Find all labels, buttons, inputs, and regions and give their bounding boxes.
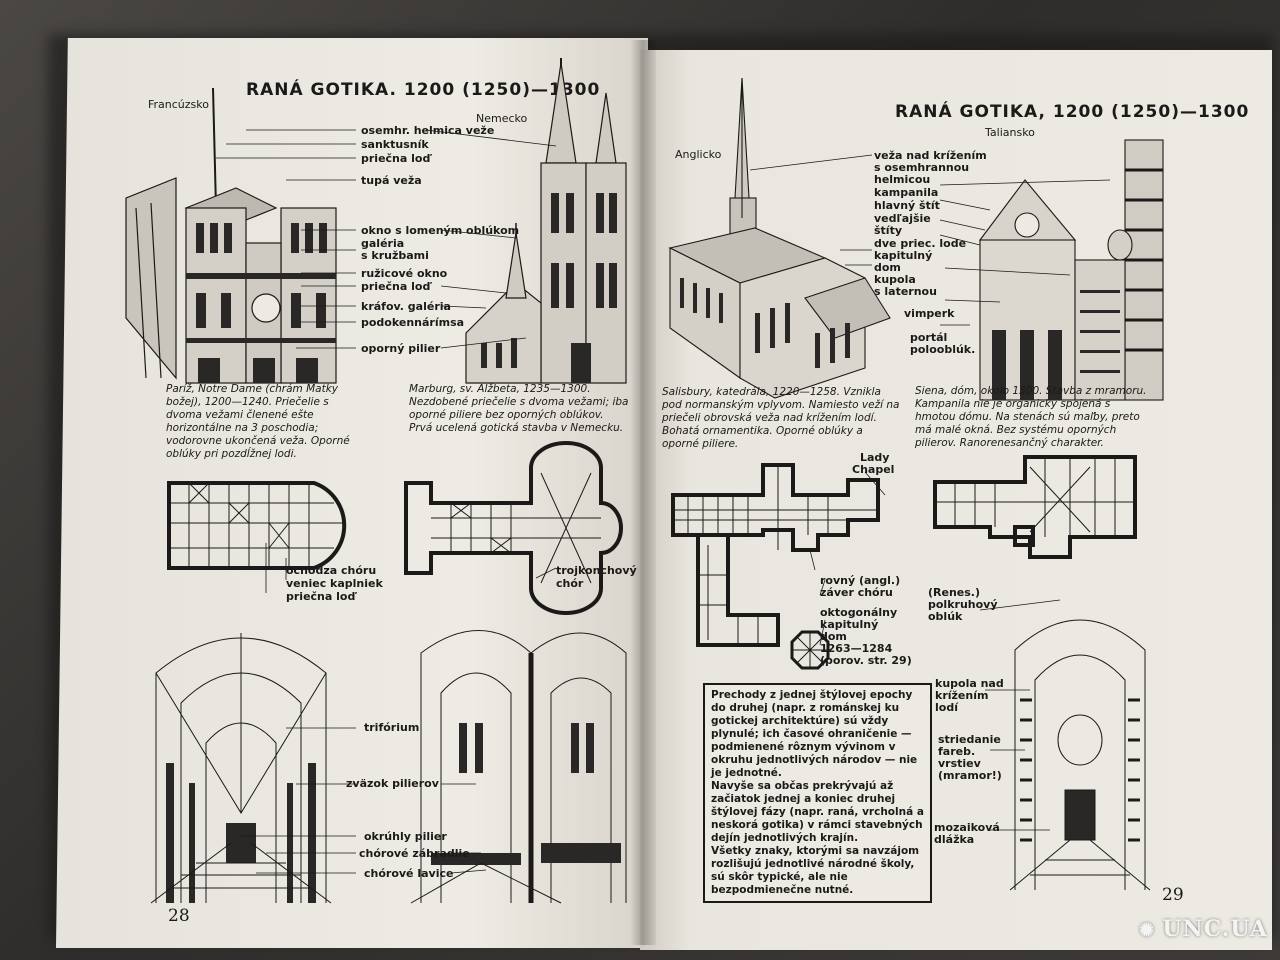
country-label-italy: Taliansko xyxy=(985,126,1035,139)
label-two-transepts: dve priec. lode xyxy=(874,237,967,250)
marburg-floor-plan xyxy=(404,441,623,615)
caption-marburg: Marburg, sv. Alžbeta, 1235—1300. Nezdobe… xyxy=(409,383,629,434)
label-pointed-arch-window: okno s lomeným oblúkom xyxy=(361,224,520,237)
label-choir: chór xyxy=(556,577,584,590)
label-chapter: kapitulný xyxy=(874,249,933,262)
label-triforium: trifórium xyxy=(364,721,420,734)
facade-leader-lines xyxy=(216,129,557,349)
label-octagonal-plan: oktogonálny xyxy=(820,606,898,619)
label-campanile: kampanila xyxy=(874,186,939,199)
label-buttress: oporný pilier xyxy=(361,342,441,355)
label-semicircle: polooblúk. xyxy=(910,343,976,356)
country-label-germany: Nemecko xyxy=(476,112,528,125)
label-mosaic: mozaiková xyxy=(934,821,1000,834)
label-marble: (mramor!) xyxy=(938,769,1002,782)
label-chapel-wreath: veniec kaplniek xyxy=(286,577,383,590)
label-colored: fareb. xyxy=(938,745,976,758)
siena-floor-plan xyxy=(933,455,1137,559)
label-crossing-tower: veža nad krížením xyxy=(874,149,987,162)
label-dome-over: kupola nad xyxy=(935,677,1004,690)
caption-salisbury: Salisbury, katedrála, 1220—1258. Vznikla… xyxy=(662,386,900,450)
siena-interior-drawing xyxy=(1009,619,1151,891)
label-choir-screen: chórové zábradlie xyxy=(359,847,470,860)
label-with-tracery: s kružbami xyxy=(361,249,429,262)
right-plan-leader-lines xyxy=(809,471,886,646)
label-main-gable: hlavný štít xyxy=(874,199,940,212)
caption-siena: Siena, dóm, okolo 1300. Stavba z mramoru… xyxy=(915,385,1147,449)
label-choir-end: záver chóru xyxy=(820,586,893,599)
marburg-interior-drawing xyxy=(410,630,627,904)
salisbury-floor-plan xyxy=(671,463,880,647)
label-alternating: striedanie xyxy=(938,733,1001,746)
label-transept: priečna loď xyxy=(361,152,431,165)
country-label-france: Francúzsko xyxy=(148,98,209,111)
right-facade-leader-lines xyxy=(749,154,1111,326)
label-pier-bundle: zväzok pilierov xyxy=(346,777,439,790)
label-transept-2: priečna loď xyxy=(361,280,431,293)
page-number-left: 28 xyxy=(168,906,190,926)
label-house-plan: dom xyxy=(820,630,847,643)
label-sanctus: sanktusník xyxy=(361,138,429,151)
label-octagonal: s osemhrannou xyxy=(874,161,970,174)
label-crossing: krížením xyxy=(935,689,989,702)
label-blunt-tower: tupá veža xyxy=(361,174,422,187)
right-page: RANÁ GOTIKA, 1200 (1250)—1300 Anglicko T… xyxy=(640,50,1272,950)
label-octagonal-spire: osemhr. helmica veže xyxy=(361,124,495,137)
right-interior-leader-lines xyxy=(979,599,1061,831)
plan-leader-lines xyxy=(265,543,557,593)
label-lady: Lady xyxy=(860,451,890,464)
marburg-church-drawing xyxy=(465,58,627,384)
label-arch: oblúk xyxy=(928,610,963,623)
notre-dame-interior-drawing xyxy=(150,633,332,904)
label-layers: vrstiev xyxy=(938,757,981,770)
label-renaissance: (Renes.) xyxy=(928,586,981,599)
octagonal-chapter-house-plan xyxy=(790,630,830,670)
note-box: Prechody z jednej štýlovej epochy do dru… xyxy=(703,683,932,903)
notre-dame-floor-plan xyxy=(167,481,347,570)
label-with-lantern: s laternou xyxy=(874,285,937,298)
left-page-title: RANÁ GOTIKA. 1200 (1250)—1300 xyxy=(246,80,601,100)
note-paragraph-3: Všetky znaky, ktorými sa navzájom rozliš… xyxy=(711,845,920,896)
page-number-right: 29 xyxy=(1162,885,1184,905)
label-trefoil: trojkonchový xyxy=(556,564,637,577)
salisbury-cathedral-drawing xyxy=(668,77,891,399)
label-spire: helmicou xyxy=(874,173,931,186)
label-transept-plan: priečna loď xyxy=(286,590,356,603)
note-paragraph-2: Navyše sa občas prekrývajú až začiatok j… xyxy=(711,780,924,844)
right-page-title: RANÁ GOTIKA, 1200 (1250)—1300 xyxy=(895,102,1250,122)
watermark-text: UNC.UA xyxy=(1162,916,1268,942)
book-gutter xyxy=(630,40,656,945)
label-flat-end: rovný (angl.) xyxy=(820,574,901,587)
label-naves: lodí xyxy=(935,701,958,714)
label-floor: dlážka xyxy=(934,833,975,846)
label-portal: portál xyxy=(910,331,948,344)
watermark: ✺ UNC.UA xyxy=(1139,916,1268,942)
caption-notre-dame: Paríž, Notre Dame (chrám Matky božej), 1… xyxy=(166,383,350,460)
left-page: RANÁ GOTIKA. 1200 (1250)—1300 Francúzsko… xyxy=(56,38,648,948)
notre-dame-facade-drawing xyxy=(125,87,337,384)
country-label-england: Anglicko xyxy=(675,148,722,161)
label-date-range: 1263—1284 xyxy=(820,642,893,655)
label-semicircular: polkruhový xyxy=(928,598,998,611)
label-house: dom xyxy=(874,261,901,274)
label-chapel: Chapel xyxy=(852,463,895,476)
note-paragraph-1: Prechody z jednej štýlovej epochy do dru… xyxy=(711,689,918,779)
label-gables: štíty xyxy=(874,224,903,237)
label-kings-gallery: kráfov. galéria xyxy=(361,300,451,313)
watermark-logo-icon: ✺ xyxy=(1138,920,1163,941)
label-rose-window: ružicové okno xyxy=(361,267,448,280)
label-wimperg: vimperk xyxy=(904,307,955,320)
label-round-pier: okrúhly pilier xyxy=(364,830,447,843)
label-gallery: galéria xyxy=(361,237,405,250)
label-chapter-plan: kapitulný xyxy=(820,618,879,631)
label-cross-reference: (porov. str. 29) xyxy=(820,654,912,667)
label-side: vedľajšie xyxy=(874,212,931,225)
interior-leader-lines xyxy=(241,727,487,874)
siena-cathedral-drawing xyxy=(978,139,1164,401)
label-dome: kupola xyxy=(874,273,916,286)
label-sill-cornice: podokennárímsa xyxy=(361,316,465,329)
label-ambulatory: ochodza chóru xyxy=(286,564,377,577)
label-choir-stalls: chórové lavice xyxy=(364,867,454,880)
